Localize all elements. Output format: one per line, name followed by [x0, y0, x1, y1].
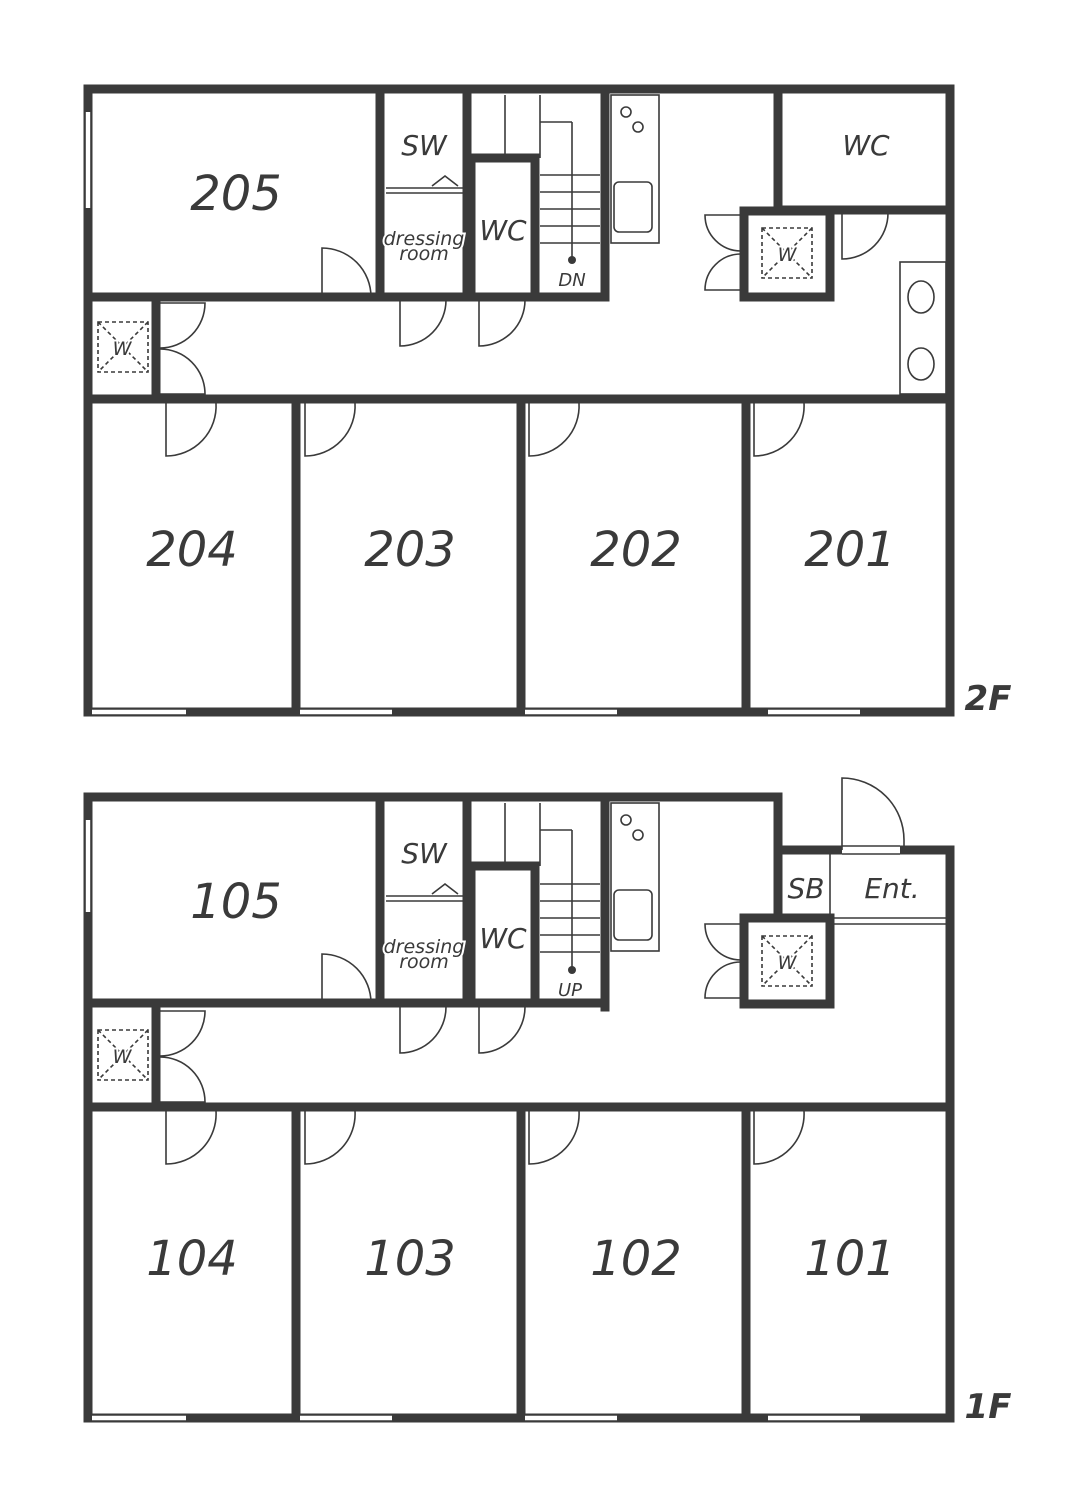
- room-104: 104: [146, 1231, 238, 1287]
- kitchen-1f: [610, 802, 660, 952]
- stairs-2f: [504, 95, 600, 264]
- dressing-label-2: room: [399, 243, 449, 265]
- windows-1f: [84, 820, 860, 1422]
- washer-label: W: [113, 1046, 133, 1068]
- doors-1f: [159, 882, 805, 1165]
- sw-label: SW: [401, 129, 448, 162]
- washer-top-1f: W: [761, 935, 813, 987]
- windows-2f: [84, 112, 860, 716]
- room-203: 203: [364, 522, 456, 578]
- stairs-1f: [504, 803, 600, 974]
- washer-top-2f: W: [761, 227, 813, 279]
- floor-1f: W W 105 104 103 102 101 SW dressing room…: [83, 777, 1012, 1427]
- wc-small-label: WC: [479, 214, 527, 247]
- stairs-label: UP: [558, 980, 582, 1001]
- room-102: 102: [590, 1231, 682, 1287]
- room-205: 205: [190, 166, 282, 222]
- kitchen-2f: [610, 94, 660, 244]
- stairs-label: DN: [558, 270, 585, 291]
- wc-small-label: WC: [479, 922, 527, 955]
- room-201: 201: [804, 522, 896, 578]
- sw-label: SW: [401, 837, 448, 870]
- sb-label: SB: [788, 872, 825, 905]
- floor-2f: W W 205 204 203 202 201 SW dressing room…: [83, 84, 1012, 719]
- entrance-label: Ent.: [864, 872, 919, 905]
- room-103: 103: [364, 1231, 456, 1287]
- dressing-label-2: room: [399, 951, 449, 973]
- room-101: 101: [804, 1231, 896, 1287]
- washer-label: W: [778, 952, 798, 974]
- washer-left-1f: W: [97, 1029, 149, 1081]
- dressing-label-1: dressing: [384, 936, 465, 958]
- washer-label: W: [778, 244, 798, 266]
- washer-left-2f: W: [97, 321, 149, 373]
- washer-label: W: [113, 338, 133, 360]
- room-202: 202: [590, 522, 682, 578]
- room-105: 105: [190, 874, 282, 930]
- wc-large-label: WC: [842, 129, 890, 162]
- doors-2f: [159, 174, 889, 457]
- dressing-label-1: dressing: [384, 228, 465, 250]
- floor-label-2f: 2F: [965, 679, 1012, 719]
- floor-label-1f: 1F: [965, 1387, 1012, 1427]
- room-204: 204: [146, 522, 238, 578]
